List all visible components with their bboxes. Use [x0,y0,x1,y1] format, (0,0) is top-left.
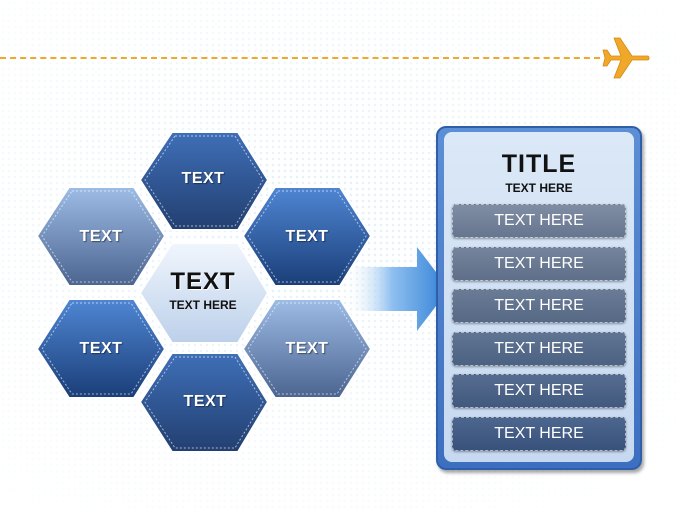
hexagon-bottom-label: TEXT [183,393,227,410]
right-arrow-icon [345,247,449,331]
hexagon-bottom [138,352,270,453]
hexagon-lower-left-label: TEXT [79,340,123,357]
hexagon-upper-left-label: TEXT [79,228,123,245]
hexagon-lower-right [241,298,373,399]
title-panel: TITLE TEXT HERE TEXT HERE TEXT HERE TEXT… [436,126,642,470]
hexagon-center-title: TEXT [170,268,236,295]
panel-item-5: TEXT HERE [452,374,626,408]
hexagon-lower-left [35,298,167,399]
panel-item-1: TEXT HERE [452,204,626,238]
hexagon-upper-right-label: TEXT [285,228,329,245]
hexagon-upper-left [35,186,167,287]
panel-item-2: TEXT HERE [452,247,626,281]
panel-subtitle: TEXT HERE [505,181,573,195]
hexagon-top-label: TEXT [181,170,225,187]
hexagon-cluster [35,131,373,453]
hexagon-upper-right [241,186,373,287]
hexagon-lower-right-label: TEXT [285,340,329,357]
panel-item-6: TEXT HERE [452,417,626,451]
hexagon-top [138,131,270,231]
hexagon-center [138,242,270,344]
airplane-icon [602,37,650,79]
dashed-flight-line [0,57,600,59]
panel-item-4: TEXT HERE [452,332,626,366]
panel-item-3: TEXT HERE [452,289,626,323]
hexagon-center-subtitle: TEXT HERE [169,298,237,312]
title-panel-inner: TITLE TEXT HERE TEXT HERE TEXT HERE TEXT… [444,132,634,462]
panel-title: TITLE [501,150,577,178]
